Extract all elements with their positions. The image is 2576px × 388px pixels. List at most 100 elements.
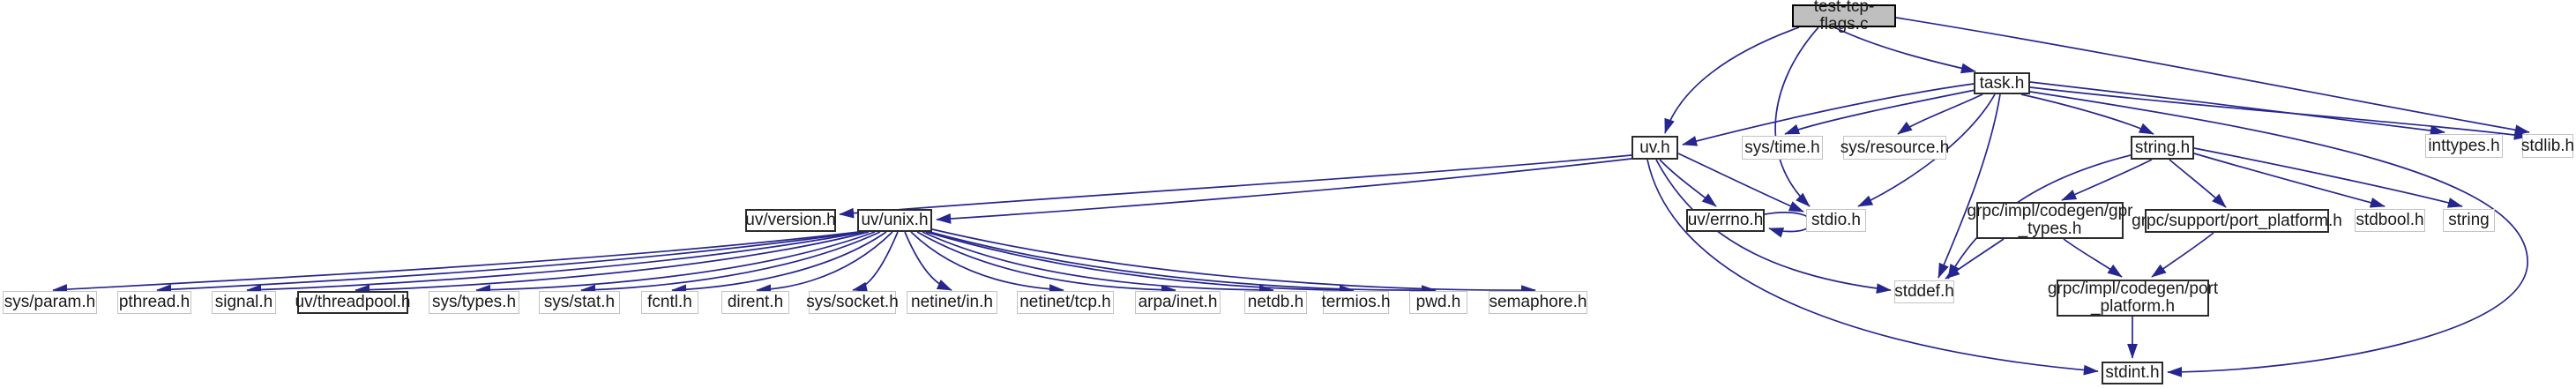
edge-task_h-to-string_h: [2020, 93, 2154, 135]
graph-node-sys_param_h: sys/param.h: [3, 291, 97, 314]
node-label: sys/socket.h: [806, 293, 899, 311]
graph-node-sys_time_h: sys/time.h: [1742, 136, 1823, 160]
edge-uv_h-to-uv_unix_h: [936, 158, 1632, 224]
node-label: semaphore.h: [1489, 293, 1587, 311]
graph-node-task_h[interactable]: task.h: [1974, 72, 2030, 94]
graph-node-support_port_platform_h[interactable]: grpc/support/port_platform.h: [2132, 209, 2342, 233]
graph-node-string_h[interactable]: string.h: [2131, 136, 2194, 160]
edge-task_h-to-inttypes_h: [2029, 81, 2445, 136]
graph-node-stdlib_h: stdlib.h: [2520, 134, 2575, 158]
graph-node-sys_socket_h: sys/socket.h: [806, 291, 899, 314]
edge-uv_h-to-stdio_h: [1677, 153, 1804, 213]
node-label: netdb.h: [1247, 293, 1304, 311]
node-label: stdbool.h: [2356, 211, 2424, 229]
edge-uv_unix_h-to-netinet_tcp_h: [910, 231, 1064, 295]
graph-node-signal_h: signal.h: [212, 291, 276, 314]
node-label: stdint.h: [2105, 363, 2160, 382]
node-label: task.h: [1979, 73, 2025, 93]
edge-uv_unix_h-to-sys_types_h: [475, 231, 876, 295]
node-label: stdlib.h: [2520, 136, 2575, 155]
edge-uv_unix_h-to-sys_param_h: [52, 231, 860, 295]
graph-node-string_std: string: [2443, 209, 2495, 232]
graph-node-fcntl_h: fcntl.h: [641, 291, 698, 314]
graph-node-pwd_h: pwd.h: [1409, 291, 1467, 314]
node-label: grpc/impl/codegen/port _platform.h: [2047, 280, 2219, 316]
graph-node-root: test-tcp-flags.c: [1792, 0, 1896, 34]
edge-task_h-to-sys_time_h: [1784, 89, 1976, 135]
edge-support_port_platform_h-to-codegen_port_platform_h: [2151, 232, 2214, 278]
edge-uv_unix_h-to-fcntl_h: [671, 231, 887, 295]
node-label: grpc/support/port_platform.h: [2132, 211, 2342, 230]
graph-node-sys_types_h: sys/types.h: [429, 291, 519, 314]
edge-string_h-to-stdbool_h: [2193, 153, 2386, 208]
node-label: termios.h: [1321, 293, 1391, 311]
edge-uv_unix_h-to-dirent_h: [756, 231, 893, 295]
node-label: uv/unix.h: [861, 211, 929, 229]
edge-uv_unix_h-to-pwd_h: [929, 231, 1437, 296]
edge-task_h-to-uv_h: [1682, 83, 1975, 146]
edge-uv_unix_h-to-sys_stat_h: [580, 231, 881, 295]
node-label: signal.h: [214, 293, 273, 311]
node-label: sys/stat.h: [543, 293, 616, 311]
edge-uv_unix_h-to-uv_threadpool_h: [355, 231, 870, 295]
node-label: dirent.h: [727, 293, 784, 311]
edge-uv_unix_h-to-sys_socket_h: [852, 231, 899, 293]
edge-root-to-task_h: [1833, 26, 1976, 74]
node-label: stdio.h: [1811, 211, 1861, 229]
node-label: uv/version.h: [745, 211, 836, 229]
edge-task_h-to-stdlib_h: [2029, 86, 2529, 140]
edge-gpr_types_h-to-stddef_h: [1945, 238, 2005, 280]
node-label: netinet/tcp.h: [1019, 293, 1111, 311]
node-label: grpc/impl/codegen/gpr _types.h: [1967, 202, 2133, 238]
edge-uv_h-to-uv_errno_h: [1659, 159, 1717, 207]
node-label: sys/resource.h: [1840, 138, 1950, 157]
edge-task_h-to-stdint_h: [2029, 91, 2528, 377]
graph-node-stdio_h: stdio.h: [1806, 209, 1866, 232]
graph-node-netdb_h: netdb.h: [1244, 291, 1307, 314]
graph-node-uv_h[interactable]: uv.h: [1631, 136, 1678, 160]
graph-node-termios_h: termios.h: [1321, 291, 1391, 314]
edge-uv_unix_h-to-netdb_h: [922, 231, 1274, 295]
graph-node-stdint_h[interactable]: stdint.h: [2102, 362, 2163, 384]
edge-root-to-uv_h: [1664, 26, 1800, 134]
edge-uv_unix_h-to-netinet_in_h: [904, 231, 952, 291]
node-label: fcntl.h: [647, 293, 692, 311]
graph-node-uv_version_h[interactable]: uv/version.h: [745, 209, 836, 232]
edge-uv_unix_h-to-termios_h: [925, 231, 1355, 295]
graph-node-netinet_tcp_h: netinet/tcp.h: [1017, 291, 1114, 314]
node-label: pthread.h: [118, 293, 190, 311]
node-label: inttypes.h: [2428, 136, 2500, 155]
node-label: test-tcp-flags.c: [1813, 0, 1875, 34]
graph-node-inttypes_h: inttypes.h: [2425, 134, 2503, 158]
node-label: sys/time.h: [1744, 138, 1820, 157]
graph-node-dirent_h: dirent.h: [721, 291, 789, 314]
edge-string_h-to-string_std: [2193, 147, 2463, 208]
graph-node-gpr_types_h[interactable]: grpc/impl/codegen/gpr _types.h: [1967, 202, 2133, 239]
graph-node-uv_threadpool_h[interactable]: uv/threadpool.h: [295, 291, 411, 314]
graph-node-uv_errno_h[interactable]: uv/errno.h: [1686, 209, 1765, 232]
edge-root-to-stdio_h: [1774, 26, 1819, 207]
node-label: sys/param.h: [4, 293, 96, 311]
graph-node-uv_unix_h[interactable]: uv/unix.h: [857, 209, 932, 232]
graph-node-codegen_port_platform_h[interactable]: grpc/impl/codegen/port _platform.h: [2048, 280, 2218, 317]
edge-uv_unix_h-to-signal_h: [246, 231, 865, 295]
node-label: sys/types.h: [431, 293, 517, 311]
node-label: arpa/inet.h: [1138, 293, 1218, 311]
graph-node-sys_stat_h: sys/stat.h: [539, 291, 620, 314]
graph-node-sys_resource_h: sys/resource.h: [1841, 136, 1949, 160]
node-label: netinet/in.h: [911, 293, 993, 311]
node-label: pwd.h: [1415, 293, 1461, 311]
edge-uv_h-to-stdint_h: [1646, 159, 2099, 376]
node-label: stddef.h: [1894, 282, 1954, 301]
graph-node-netinet_in_h: netinet/in.h: [907, 291, 997, 314]
edge-string_h-to-support_port_platform_h: [2169, 159, 2227, 208]
node-label: string.h: [2134, 138, 2191, 157]
node-label: uv/threadpool.h: [295, 293, 411, 311]
edge-root-to-stdlib_h: [1895, 17, 2530, 136]
graph-node-stdbool_h: stdbool.h: [2355, 209, 2425, 232]
edge-uv_unix_h-to-pthread_h: [156, 231, 862, 295]
edge-uv_unix_h-to-semaphore_h: [931, 228, 1536, 296]
edge-string_h-to-gpr_types_h: [2061, 159, 2153, 201]
edge-task_h-to-sys_resource_h: [1897, 93, 1983, 135]
